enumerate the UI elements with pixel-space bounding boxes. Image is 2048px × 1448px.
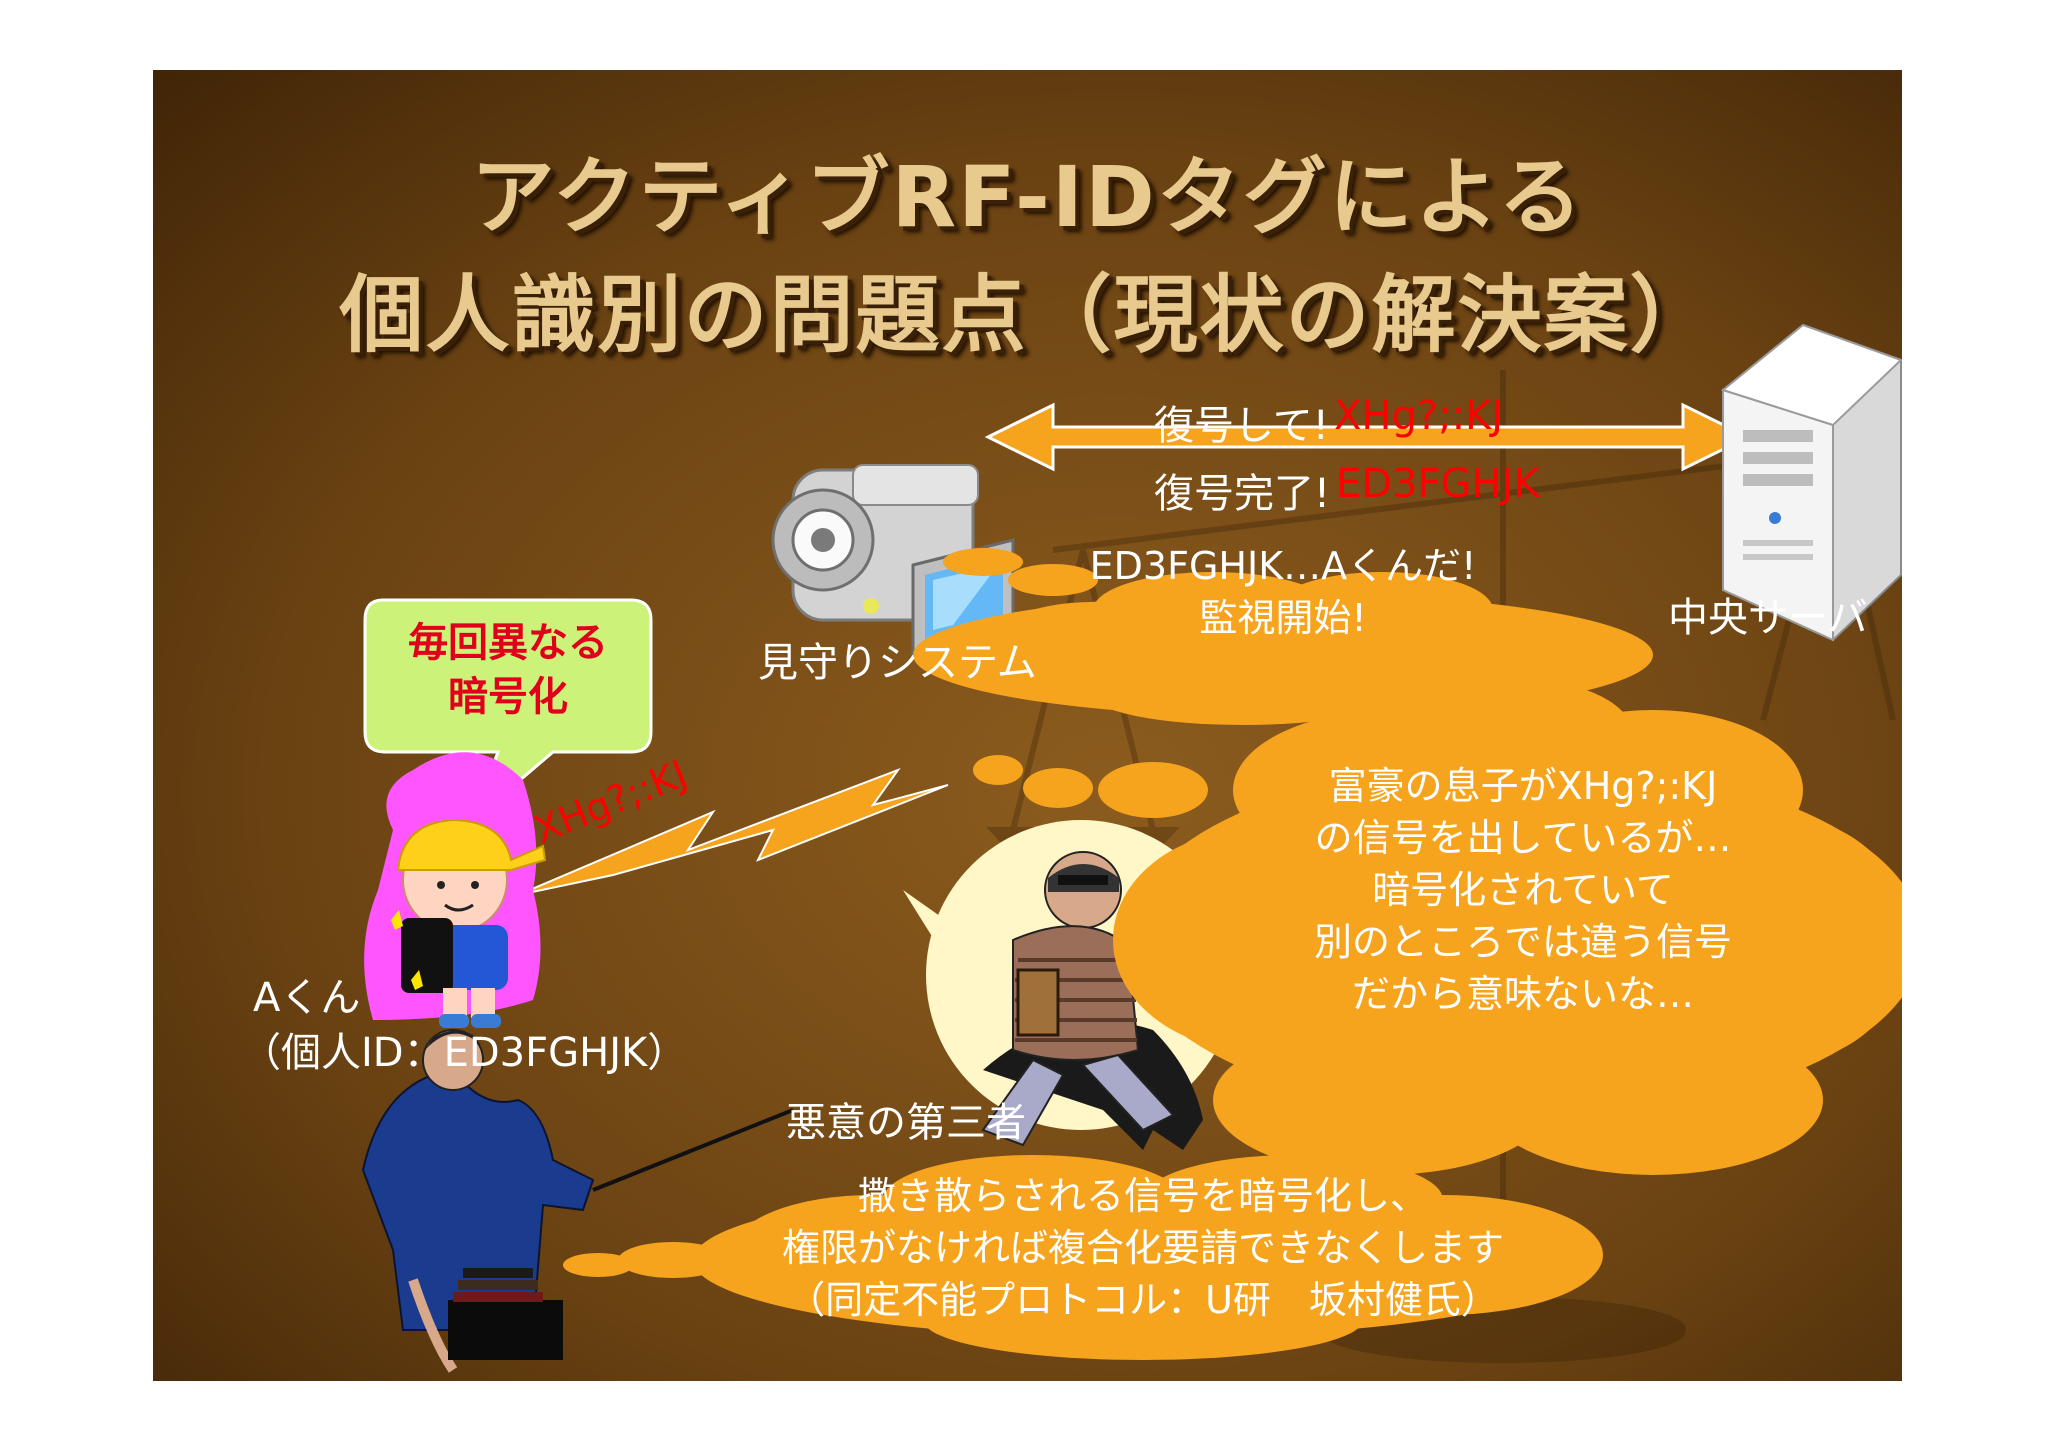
thief-label: 悪意の第三者 bbox=[786, 1100, 1026, 1146]
bubble-line-2: 暗号化 bbox=[448, 674, 568, 720]
arrow-request-code: XHg?;:KJ bbox=[1334, 393, 1504, 439]
teacher-cloud-line-1: 撒き散らされる信号を暗号化し、 bbox=[857, 1174, 1428, 1218]
bubble-line-1: 毎回異なる bbox=[408, 620, 608, 666]
thief-cloud-line-4: 別のところでは違う信号 bbox=[1313, 920, 1732, 964]
thief-cloud-line-5: だから意味ないな… bbox=[1351, 972, 1694, 1016]
camera-cloud-line-1: ED3FGHJK…Aくんだ! bbox=[1089, 544, 1477, 588]
diagram-artwork bbox=[361, 323, 1902, 1373]
child-icon bbox=[364, 752, 547, 1028]
teacher-cloud-line-2: 権限がなければ複合化要請できなくします bbox=[781, 1226, 1504, 1270]
camera-cloud-line-2: 監視開始! bbox=[1199, 596, 1367, 640]
child-name: Aくん bbox=[253, 975, 361, 1021]
teacher-speech-cloud bbox=[563, 1155, 1603, 1360]
camera-thought-cloud bbox=[913, 548, 1653, 725]
camera-label: 見守りシステム bbox=[758, 640, 1037, 686]
title-line-1: アクティブRF-IDタグによる bbox=[470, 148, 1585, 246]
signal-lightning bbox=[517, 767, 949, 896]
arrow-response-code: ED3FGHJK bbox=[1336, 461, 1540, 507]
server-icon bbox=[1720, 323, 1902, 642]
teacher-icon bbox=[361, 1029, 794, 1373]
thief-cloud-line-3: 暗号化されていて bbox=[1372, 868, 1674, 912]
title-line-2: 個人識別の問題点（現状の解決案） bbox=[339, 266, 1716, 364]
thief-thought-cloud bbox=[973, 680, 1902, 1175]
server-label: 中央サーバ bbox=[1668, 595, 1868, 641]
arrow-request-label: 復号して! bbox=[1154, 403, 1329, 449]
thief-cloud-line-1: 富豪の息子がXHg?;:KJ bbox=[1328, 764, 1718, 808]
thief-cloud-line-2: の信号を出しているが… bbox=[1314, 816, 1732, 860]
teacher-cloud-line-3: （同定不能プロトコル：U研 坂村健氏） bbox=[787, 1278, 1499, 1322]
arrow-response-label: 復号完了! bbox=[1154, 471, 1331, 517]
slide: アクティブRF-IDタグによる 個人識別の問題点（現状の解決案） 復号して! X… bbox=[153, 70, 1902, 1381]
child-id: （個人ID：ED3FGHJK） bbox=[241, 1030, 688, 1076]
